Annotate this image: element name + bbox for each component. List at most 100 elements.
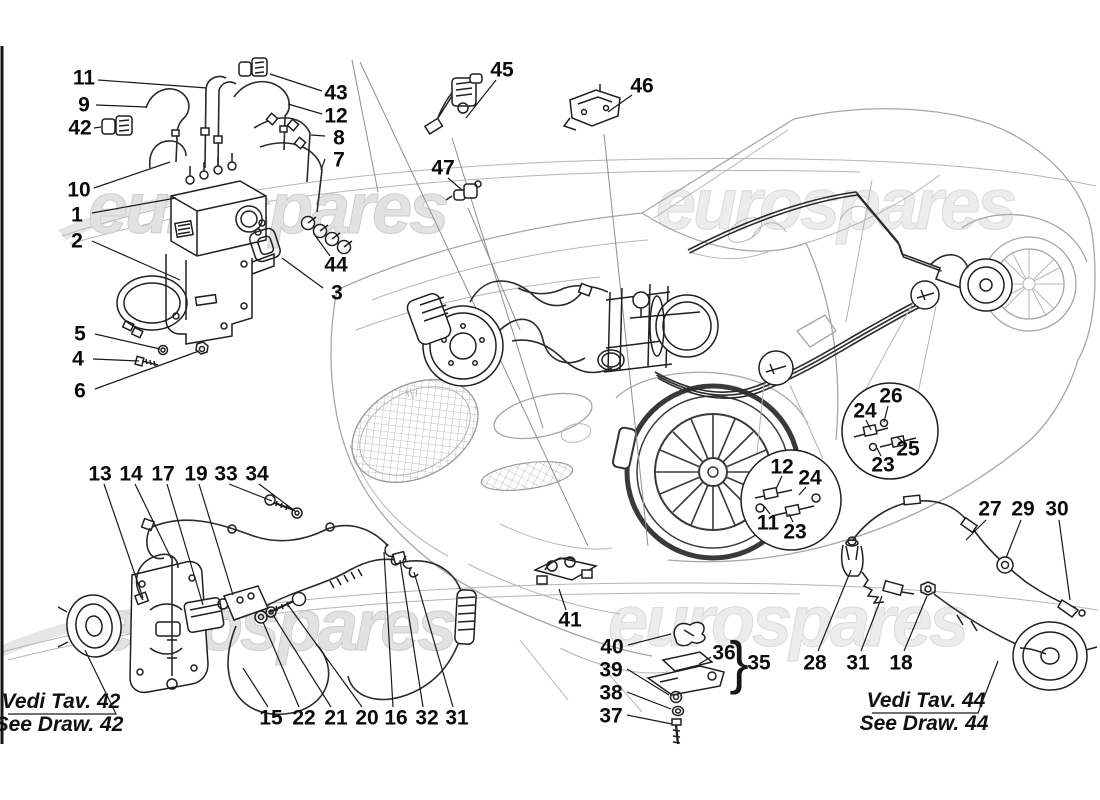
part-callout-20: 20 xyxy=(355,707,378,730)
watermark-text: eurospares xyxy=(608,582,967,662)
leader-line-21 xyxy=(272,614,332,708)
part-callout-35: 35 xyxy=(747,652,771,675)
leader-line-36 xyxy=(698,656,712,665)
part-callout-1: 1 xyxy=(71,204,83,227)
part-callout-5: 5 xyxy=(74,323,86,346)
brake-pipe-runs xyxy=(511,191,983,399)
leader-line-6 xyxy=(94,350,200,390)
leader-line-30 xyxy=(1058,519,1071,601)
hardware-bolt-washer-nut xyxy=(134,341,209,367)
note-see-draw-42: Vedi Tav. 42 See Draw. 42 xyxy=(0,649,124,736)
part-callout-12: 12 xyxy=(770,456,793,479)
part-callout-24: 24 xyxy=(798,467,822,490)
part-callout-11: 11 xyxy=(757,512,780,535)
part-callout-10: 10 xyxy=(67,179,90,202)
part-callout-29: 29 xyxy=(1011,498,1034,521)
part-callout-32: 32 xyxy=(415,707,438,730)
part-callout-42: 42 xyxy=(68,117,91,140)
handbrake-cable-assembly xyxy=(840,494,1098,691)
leader-line-1 xyxy=(91,197,177,214)
leader-line-24 xyxy=(865,419,872,431)
leader-line-12 xyxy=(287,103,323,115)
part-callout-7: 7 xyxy=(333,149,345,172)
part-callout-37: 37 xyxy=(599,705,622,728)
leader-line-33 xyxy=(228,483,273,502)
note-42-line2: See Draw. 42 xyxy=(0,713,124,736)
part-callout-22: 22 xyxy=(292,707,315,730)
leader-line-15 xyxy=(242,667,269,708)
part-callout-16: 16 xyxy=(384,707,407,730)
part-callout-21: 21 xyxy=(324,707,348,730)
leader-line-41 xyxy=(558,588,567,611)
page-border-line xyxy=(0,46,4,744)
detail-circle-callout-front xyxy=(740,350,842,551)
group-brace-35: } xyxy=(729,631,748,696)
leader-line-26 xyxy=(883,405,889,423)
leader-line-29 xyxy=(1005,519,1022,559)
headlight xyxy=(493,392,593,443)
part-46-bracket-switch xyxy=(562,84,621,131)
leader-line-17 xyxy=(166,483,204,606)
leader-line-46 xyxy=(607,94,633,113)
note-44-line1: Vedi Tav. 44 xyxy=(867,689,986,712)
connector-43 xyxy=(238,57,268,77)
part-callout-45: 45 xyxy=(490,59,514,82)
brake-booster-assembly xyxy=(511,191,983,399)
part-callout-6: 6 xyxy=(74,380,86,403)
watermark-band-top: eurospares eurospares xyxy=(58,158,1097,250)
leader-line-8 xyxy=(310,134,326,137)
trident-badge xyxy=(405,387,418,400)
part-callout-18: 18 xyxy=(889,652,913,675)
leader-line-23 xyxy=(876,447,882,457)
leader-line-2 xyxy=(91,240,181,281)
watermark-text: eurospares xyxy=(88,169,447,249)
leader-line-34 xyxy=(258,483,296,512)
hose-spring-guard xyxy=(454,589,477,645)
part-callout-12: 12 xyxy=(324,105,347,128)
part-callout-47: 47 xyxy=(431,157,454,180)
part-callout-41: 41 xyxy=(558,609,582,632)
front-grille xyxy=(351,378,479,484)
leader-line-27 xyxy=(965,519,987,541)
brake-pipes-abs xyxy=(145,75,323,213)
washers-and-bolt-37-39 xyxy=(669,690,685,745)
part-callout-26: 26 xyxy=(879,385,902,408)
part-callout-30: 30 xyxy=(1045,498,1068,521)
part-callout-24: 24 xyxy=(853,400,877,423)
leader-line-24 xyxy=(798,486,807,496)
leader-line-25 xyxy=(896,436,904,443)
grommet-stack-44 xyxy=(300,215,353,255)
note-42-line1: Vedi Tav. 42 xyxy=(2,690,121,713)
leader-line-38 xyxy=(626,691,672,710)
part-callout-19: 19 xyxy=(184,463,207,486)
part-callout-17: 17 xyxy=(151,463,174,486)
leader-line-47 xyxy=(447,177,463,191)
plate-36-and-bracket xyxy=(646,651,725,696)
part-callout-39: 39 xyxy=(599,659,622,682)
part-callout-11: 11 xyxy=(73,67,96,90)
rear-axle-assembly xyxy=(57,494,477,715)
leader-line-20 xyxy=(287,604,363,708)
leader-line-42 xyxy=(93,126,102,129)
connector-42 xyxy=(101,115,133,136)
part-callout-34: 34 xyxy=(245,463,269,486)
leader-line-3 xyxy=(281,257,324,289)
part-callout-15: 15 xyxy=(259,707,283,730)
part-callout-44: 44 xyxy=(324,254,348,277)
leader-line-12 xyxy=(775,475,783,490)
part-callout-38: 38 xyxy=(599,682,623,705)
leader-line-5 xyxy=(94,333,161,350)
note-42-leader xyxy=(8,649,117,715)
leader-line-13 xyxy=(103,483,144,599)
leader-line-11 xyxy=(763,505,771,515)
leader-line-44 xyxy=(313,233,331,257)
leader-line-19 xyxy=(198,483,234,596)
leader-line-43 xyxy=(269,73,323,92)
part-callout-46: 46 xyxy=(630,75,653,98)
part-callout-25: 25 xyxy=(896,438,920,461)
leader-line-22 xyxy=(262,621,300,708)
abs-hydraulic-unit xyxy=(101,57,353,367)
part-callout-40: 40 xyxy=(600,636,623,659)
part-callout-13: 13 xyxy=(88,463,111,486)
